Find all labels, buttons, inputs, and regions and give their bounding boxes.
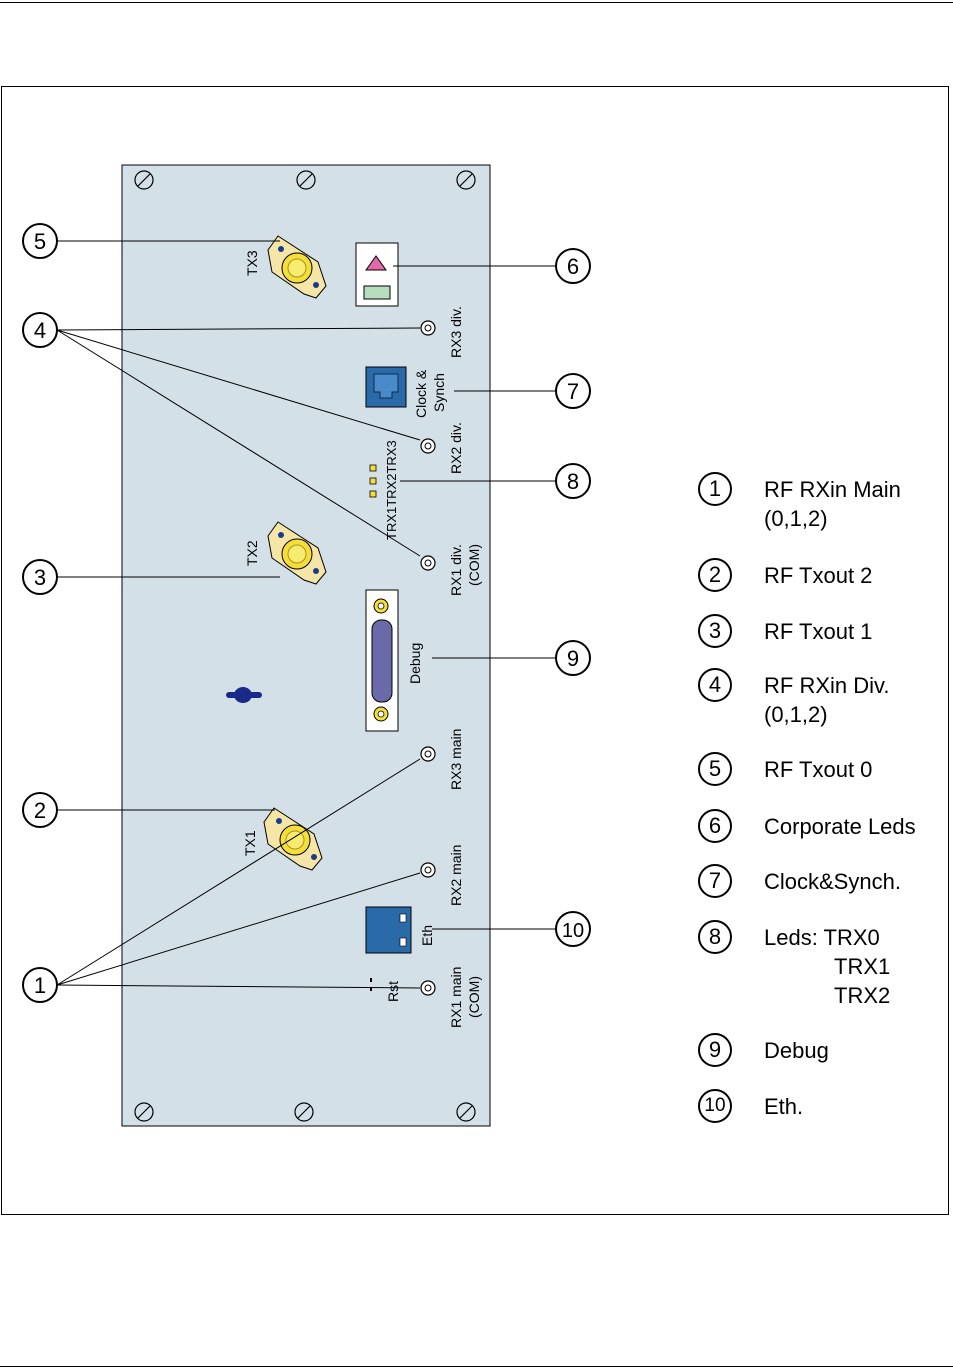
rx3-div-label: RX3 div. xyxy=(448,306,464,358)
legend-number: 1 xyxy=(698,472,732,506)
rx1-div-label-2: (COM) xyxy=(466,544,482,586)
rx3-main-label: RX3 main xyxy=(448,729,464,790)
callout-7: 7 xyxy=(556,374,590,408)
legend-line: Leds: TRX0 xyxy=(764,923,890,952)
callout-10-label: 10 xyxy=(562,920,584,942)
legend-line: Eth. xyxy=(764,1092,803,1121)
callout-6-label: 6 xyxy=(567,254,579,279)
legend-line: TRX1 xyxy=(764,952,890,981)
callout-10: 10 xyxy=(556,912,590,946)
callout-8: 8 xyxy=(556,464,590,498)
eth-label: Eth xyxy=(419,925,435,946)
callout-5: 5 xyxy=(23,224,57,258)
legend-line: RF Txout 0 xyxy=(764,755,872,784)
legend-number: 10 xyxy=(698,1089,732,1123)
legend-line: Clock&Synch. xyxy=(764,867,901,896)
eth-connector xyxy=(366,907,411,953)
rx1-div-connector xyxy=(421,556,435,570)
callout-4-label: 4 xyxy=(34,318,46,343)
legend-text: RF Txout 0 xyxy=(764,755,872,784)
legend-text: RF RXin Main (0,1,2) xyxy=(764,475,901,533)
clock-synch-connector xyxy=(366,367,406,407)
legend-number: 5 xyxy=(698,752,732,786)
legend-line: RF Txout 2 xyxy=(764,561,872,590)
callout-8-label: 8 xyxy=(567,469,579,494)
trx-leds-label: TRX1TRX2TRX3 xyxy=(384,440,399,540)
legend-line: Debug xyxy=(764,1036,829,1065)
debug-label: Debug xyxy=(407,643,423,684)
legend-line: RF RXin Main xyxy=(764,475,901,504)
legend-number: 4 xyxy=(698,668,732,702)
trx-leds xyxy=(370,465,376,497)
legend-text: Corporate Leds xyxy=(764,812,916,841)
legend-line: RF Txout 1 xyxy=(764,617,872,646)
screw-icon xyxy=(135,171,153,189)
legend-number: 3 xyxy=(698,614,732,648)
rst-label: Rst xyxy=(385,981,401,1002)
tx1-label: TX1 xyxy=(242,830,258,856)
legend-text: RF Txout 1 xyxy=(764,617,872,646)
legend-number: 6 xyxy=(698,809,732,843)
debug-connector xyxy=(366,590,398,731)
callout-3: 3 xyxy=(23,560,57,594)
legend-number: 8 xyxy=(698,920,732,954)
legend-text: Clock&Synch. xyxy=(764,867,901,896)
legend-line: TRX2 xyxy=(764,981,890,1010)
legend-line: Corporate Leds xyxy=(764,812,916,841)
callout-4: 4 xyxy=(23,313,57,347)
callout-2: 2 xyxy=(23,793,57,827)
callout-9: 9 xyxy=(556,641,590,675)
callout-5-label: 5 xyxy=(34,229,46,254)
legend-text: Eth. xyxy=(764,1092,803,1121)
rx1-main-label-1: RX1 main xyxy=(448,967,464,1028)
rx2-main-label: RX2 main xyxy=(448,845,464,906)
rx1-main-connector xyxy=(421,981,435,995)
legend-line: (0,1,2) xyxy=(764,504,901,533)
legend-line: RF RXin Div. xyxy=(764,671,890,700)
legend-text: RF Txout 2 xyxy=(764,561,872,590)
screw-icon xyxy=(297,171,315,189)
callout-9-label: 9 xyxy=(567,646,579,671)
callout-1: 1 xyxy=(23,968,57,1002)
legend-line: (0,1,2) xyxy=(764,700,890,729)
rx2-div-label: RX2 div. xyxy=(448,422,464,474)
legend-number: 7 xyxy=(698,864,732,898)
legend-number: 9 xyxy=(698,1033,732,1067)
rx3-main-connector xyxy=(421,747,435,761)
legend-text: Leds: TRX0 TRX1 TRX2 xyxy=(764,923,890,1010)
rx3-div-connector xyxy=(421,321,435,335)
screw-icon xyxy=(135,1103,153,1121)
callout-6: 6 xyxy=(556,249,590,283)
callout-3-label: 3 xyxy=(34,565,46,590)
screw-icon xyxy=(295,1103,313,1121)
callout-7-label: 7 xyxy=(567,379,579,404)
rx2-main-connector xyxy=(421,863,435,877)
clock-synch-label-2: Synch xyxy=(431,373,447,412)
tx2-label: TX2 xyxy=(244,540,260,566)
tx3-label: TX3 xyxy=(244,250,260,276)
legend-number: 2 xyxy=(698,558,732,592)
rx1-div-label-1: RX1 div. xyxy=(448,544,464,596)
screw-icon xyxy=(457,1103,475,1121)
corporate-leds xyxy=(356,243,398,306)
rx1-main-label-2: (COM) xyxy=(466,976,482,1018)
rx2-div-connector xyxy=(421,439,435,453)
screw-icon xyxy=(457,171,475,189)
callout-1-label: 1 xyxy=(34,973,46,998)
callout-2-label: 2 xyxy=(34,798,46,823)
front-panel xyxy=(122,165,490,1126)
legend-text: Debug xyxy=(764,1036,829,1065)
clock-synch-label-1: Clock & xyxy=(413,369,429,418)
legend-text: RF RXin Div. (0,1,2) xyxy=(764,671,890,729)
